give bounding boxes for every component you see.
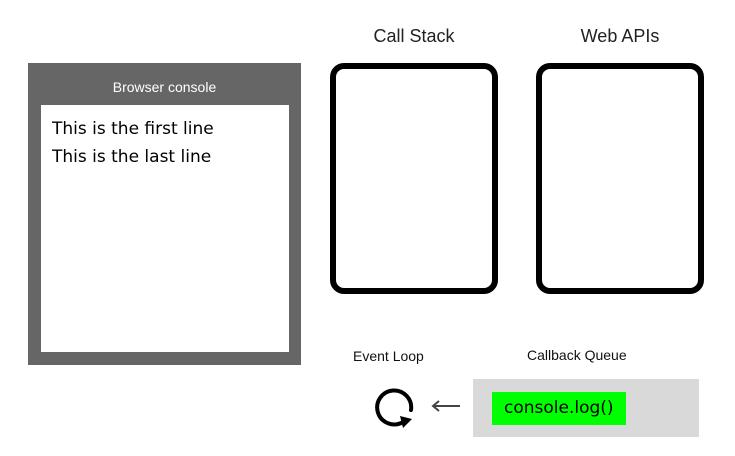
callback-queue-label: Callback Queue <box>527 347 627 363</box>
web-apis-label: Web APIs <box>580 26 660 46</box>
event-loop-label: Event Loop <box>353 348 424 364</box>
call-stack-panel <box>330 63 498 294</box>
callback-queue-panel: console.log() <box>473 379 699 437</box>
browser-console-title: Browser console <box>112 79 217 95</box>
console-line-first: This is the first line <box>52 119 214 139</box>
web-apis-panel <box>536 63 704 294</box>
browser-console-output: This is the first line This is the last … <box>41 105 289 352</box>
call-stack-label: Call Stack <box>373 26 455 46</box>
queue-item-console-log: console.log() <box>492 392 626 425</box>
console-line-last: This is the last line <box>52 147 212 167</box>
arrow-left-icon <box>431 400 460 412</box>
browser-console: Browser console This is the first line T… <box>28 63 301 365</box>
refresh-loop-icon <box>375 388 414 428</box>
